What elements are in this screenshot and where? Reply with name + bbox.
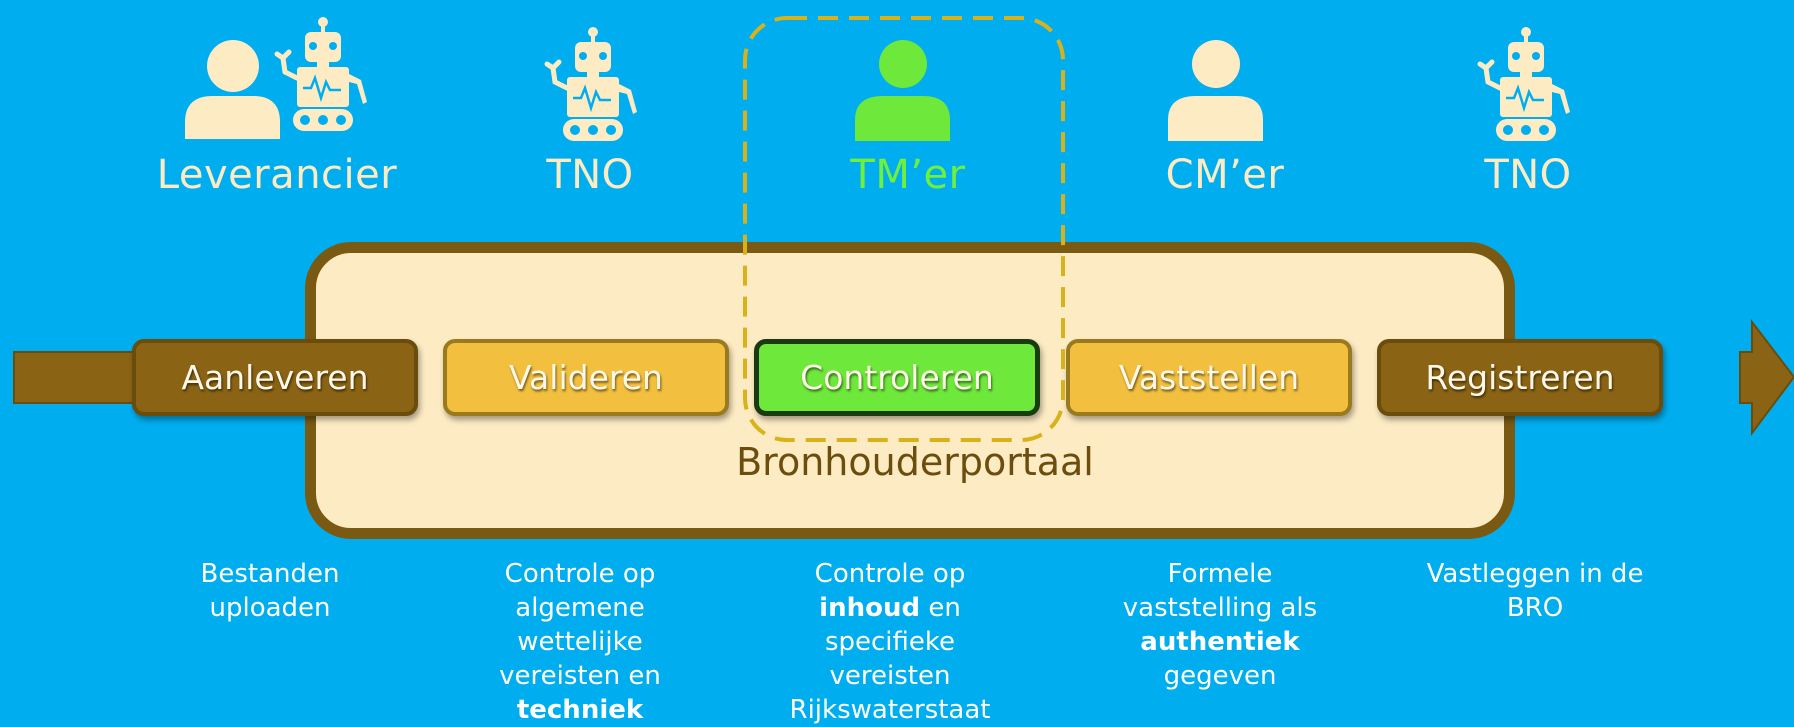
actor-label-tmer: TM’er — [850, 152, 966, 198]
description-text: Bestanden — [200, 559, 340, 589]
description-line: BRO — [1415, 591, 1655, 625]
description-line: authentiek — [1100, 625, 1340, 659]
description-registreren: Vastleggen in de BRO — [1415, 557, 1655, 625]
step-aanleveren: Aanleveren — [132, 339, 418, 416]
actor-label-tno: TNO — [546, 152, 634, 198]
description-line: Controle op — [460, 557, 700, 591]
description-text: Controle op — [814, 559, 966, 589]
actor-label-tno-registratie: TNO — [1484, 152, 1572, 198]
description-text: wettelijke — [517, 627, 643, 657]
step-valideren: Valideren — [443, 339, 729, 416]
person-icon — [1168, 40, 1263, 141]
description-vaststellen: Formele vaststelling als authentiek gegeven — [1100, 557, 1340, 693]
description-line: vereisten — [770, 659, 1010, 693]
description-line: Vastleggen in de — [1415, 557, 1655, 591]
description-text: Rijkswaterstaat — [789, 695, 991, 725]
description-text: Formele — [1167, 559, 1273, 589]
description-line: Controle op — [770, 557, 1010, 591]
description-emphasis: authentiek — [1140, 627, 1300, 657]
person-icon — [185, 40, 280, 139]
portal-label: Bronhouderportaal — [736, 440, 1094, 484]
robot-icon — [1477, 27, 1570, 141]
actor-label-cmer: CM’er — [1165, 152, 1285, 198]
description-line: inhoud en — [770, 591, 1010, 625]
description-line: vereisten en — [460, 659, 700, 693]
description-text: Vastleggen in de — [1426, 559, 1644, 589]
description-valideren: Controle op algemene wettelijke vereisten e… — [460, 557, 700, 727]
robot-icon — [274, 17, 367, 131]
description-line: Bestanden — [150, 557, 390, 591]
description-line: Rijkswaterstaat — [770, 693, 1010, 727]
description-emphasis: inhoud — [819, 593, 921, 623]
description-text: uploaden — [209, 593, 331, 623]
description-text: gegeven — [1163, 661, 1277, 691]
description-text: en — [920, 593, 961, 623]
description-line: Formele — [1100, 557, 1340, 591]
description-line: techniek — [460, 693, 700, 727]
step-registreren: Registreren — [1377, 339, 1663, 416]
description-text: specifieke — [824, 627, 956, 657]
description-text: vaststelling als — [1122, 593, 1318, 623]
description-text: Controle op — [504, 559, 656, 589]
description-line: wettelijke — [460, 625, 700, 659]
description-line: gegeven — [1100, 659, 1340, 693]
description-line: algemene — [460, 591, 700, 625]
actor-icons — [185, 17, 1570, 141]
description-line: specifieke — [770, 625, 1010, 659]
description-emphasis: techniek — [516, 695, 644, 725]
description-text: vereisten en — [499, 661, 661, 691]
robot-icon — [544, 27, 637, 141]
person-icon — [855, 40, 950, 141]
description-text: BRO — [1506, 593, 1564, 623]
description-line: vaststelling als — [1100, 591, 1340, 625]
step-controleren: Controleren — [754, 339, 1040, 416]
description-line: uploaden — [150, 591, 390, 625]
step-vaststellen: Vaststellen — [1066, 339, 1352, 416]
actor-label-leverancier: Leverancier — [156, 152, 398, 198]
description-text: vereisten — [829, 661, 951, 691]
description-text: algemene — [515, 593, 645, 623]
description-aanleveren: Bestanden uploaden — [150, 557, 390, 625]
